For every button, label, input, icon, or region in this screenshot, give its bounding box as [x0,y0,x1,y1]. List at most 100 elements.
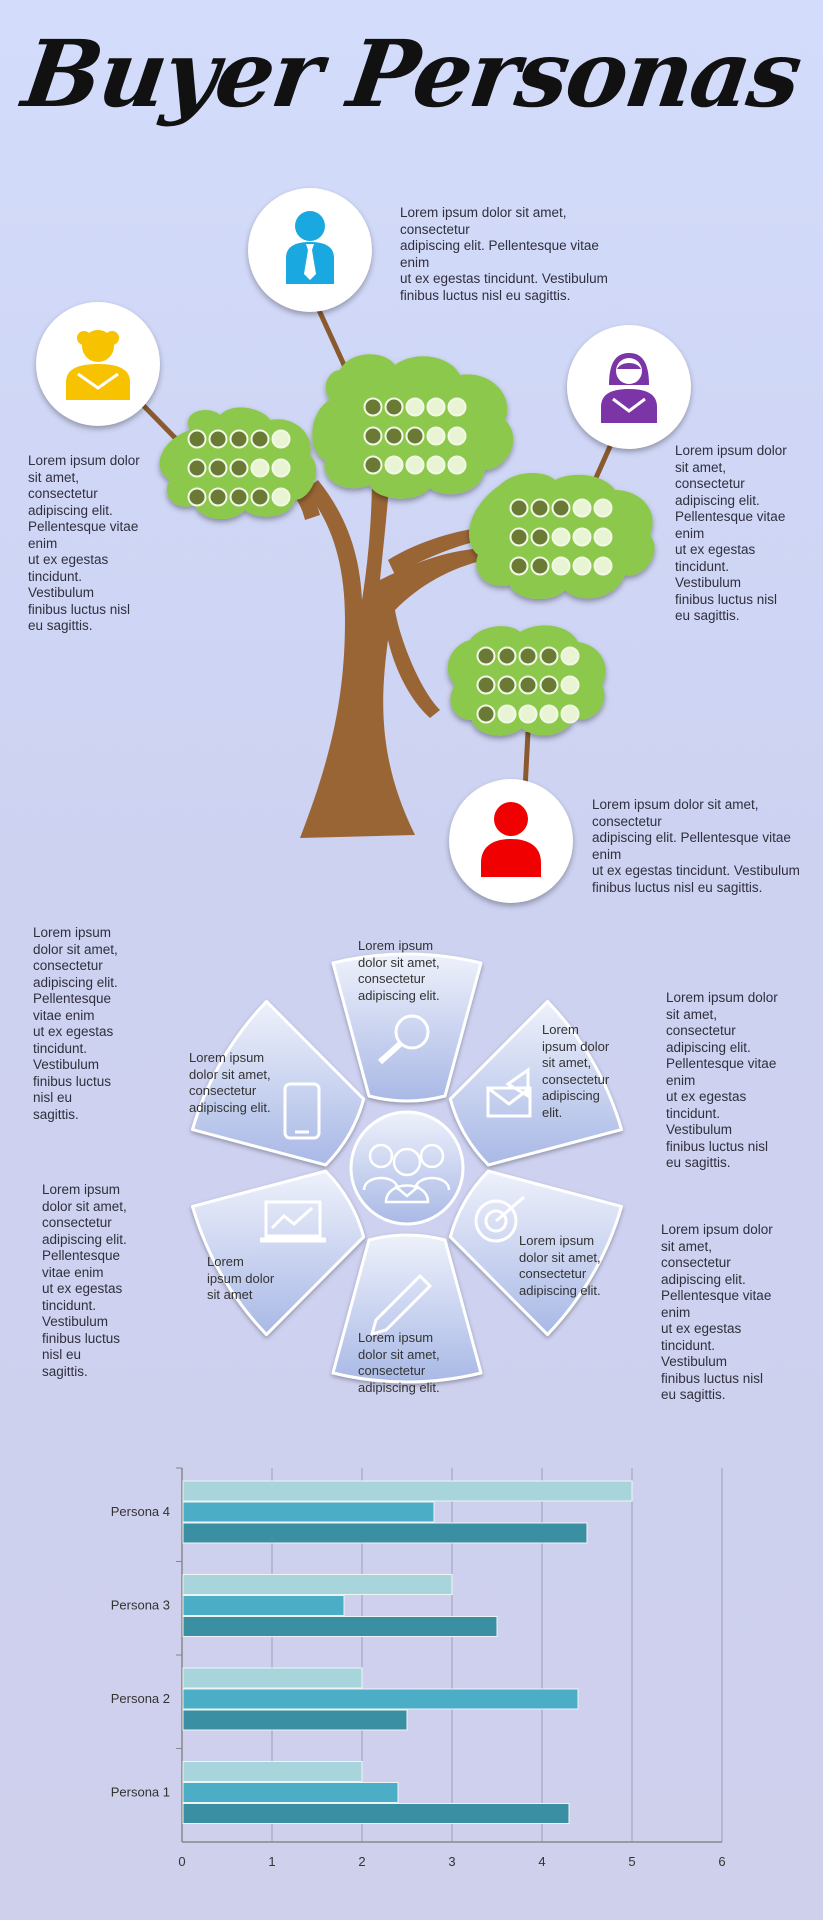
score-dot [476,704,496,724]
target-icon [474,1195,525,1243]
bar [182,1480,633,1502]
score-dot [271,458,291,478]
bar [182,1501,435,1523]
score-dot [187,458,207,478]
score-dot [509,527,529,547]
laptop-chart-icon [260,1200,326,1243]
category-label: Persona 2 [111,1691,170,1706]
x-tick-label: 5 [628,1854,635,1869]
x-tick-label: 0 [178,1854,185,1869]
petal [448,999,624,1167]
category-label: Persona 1 [111,1785,170,1800]
side-text-bottom-left: Lorem ipsum dolor sit amet, consectetur … [42,1182,127,1379]
petal [190,1169,366,1337]
score-dot [363,397,383,417]
bar [182,1803,570,1824]
persona-bottom-text: Lorem ipsum dolor sit amet, consectetur … [592,797,800,895]
petal-diagram [190,952,624,1384]
woman-icon [601,353,657,423]
score-dot [497,704,517,724]
petal [331,952,483,1103]
petal-bottom-text: Lorem ipsum dolor sit amet, consectetur … [358,1330,440,1395]
score-dot [250,429,270,449]
score-dot [271,429,291,449]
persona-top-text: Lorem ipsum dolor sit amet, consectetur … [400,205,608,303]
megaphone-envelope-icon [486,1067,532,1118]
score-dot [187,429,207,449]
bar [182,1595,345,1616]
petal-top-text: Lorem ipsum dolor sit amet, consectetur … [358,938,440,1003]
score-dot [250,458,270,478]
tree-illustration [138,306,655,838]
score-dot [539,704,559,724]
side-text-top-left: Lorem ipsum dolor sit amet, consectetur … [33,925,118,1122]
score-dot [187,487,207,507]
persona-bottom-avatar [449,779,573,903]
score-dot [593,498,613,518]
petal-upper-left-text: Lorem ipsum dolor sit amet, consectetur … [189,1050,271,1115]
score-dot [560,704,580,724]
score-dot [447,455,467,475]
score-dot [530,498,550,518]
score-dot [497,646,517,666]
score-dot [593,556,613,576]
score-dot [208,458,228,478]
persona-right-text: Lorem ipsum dolor sit amet, consectetur … [675,443,787,623]
score-dot [560,646,580,666]
smartphone-icon [283,1082,321,1140]
score-dot [539,646,559,666]
score-dot [208,487,228,507]
score-dot [384,426,404,446]
score-dot [229,429,249,449]
center-hub [349,1110,465,1226]
score-dot [405,397,425,417]
x-tick-label: 4 [538,1854,545,1869]
score-dot [593,527,613,547]
score-dot [426,455,446,475]
persona-top-avatar [248,188,372,312]
score-dot [229,458,249,478]
bar [182,1761,363,1782]
persona-left-avatar [36,302,160,426]
businessman-icon [286,211,334,284]
category-label: Persona 4 [111,1504,170,1519]
score-dot [476,675,496,695]
score-dot [551,527,571,547]
magnifier-icon [377,1014,430,1065]
score-dot [551,498,571,518]
bar [182,1667,363,1689]
score-dot [518,704,538,724]
score-dot [447,426,467,446]
score-dot [447,397,467,417]
score-dot [518,646,538,666]
x-tick-label: 2 [358,1854,365,1869]
score-dot [384,397,404,417]
bar [182,1709,408,1731]
score-dot [497,675,517,695]
category-label: Persona 3 [111,1598,170,1613]
score-dot [405,426,425,446]
score-dot [250,487,270,507]
petal-lower-right-text: Lorem ipsum dolor sit amet, consectetur … [519,1233,601,1298]
bar [182,1688,579,1710]
score-dot [530,527,550,547]
score-dot [384,455,404,475]
persona-left-text: Lorem ipsum dolor sit amet, consectetur … [28,453,140,633]
score-dot [271,487,291,507]
group-icon [362,1143,451,1204]
score-dot [405,455,425,475]
bar [182,1574,453,1595]
score-dot [208,429,228,449]
score-dot [539,675,559,695]
score-dot [509,498,529,518]
score-dot [572,556,592,576]
score-dot [426,426,446,446]
petal [190,999,366,1167]
score-dot [551,556,571,576]
pencil-icon [369,1273,433,1337]
petal-lower-left-text: Lorem ipsum dolor sit amet [207,1254,275,1302]
bar [182,1522,588,1544]
woman-icon [66,330,130,400]
bar [182,1616,498,1637]
